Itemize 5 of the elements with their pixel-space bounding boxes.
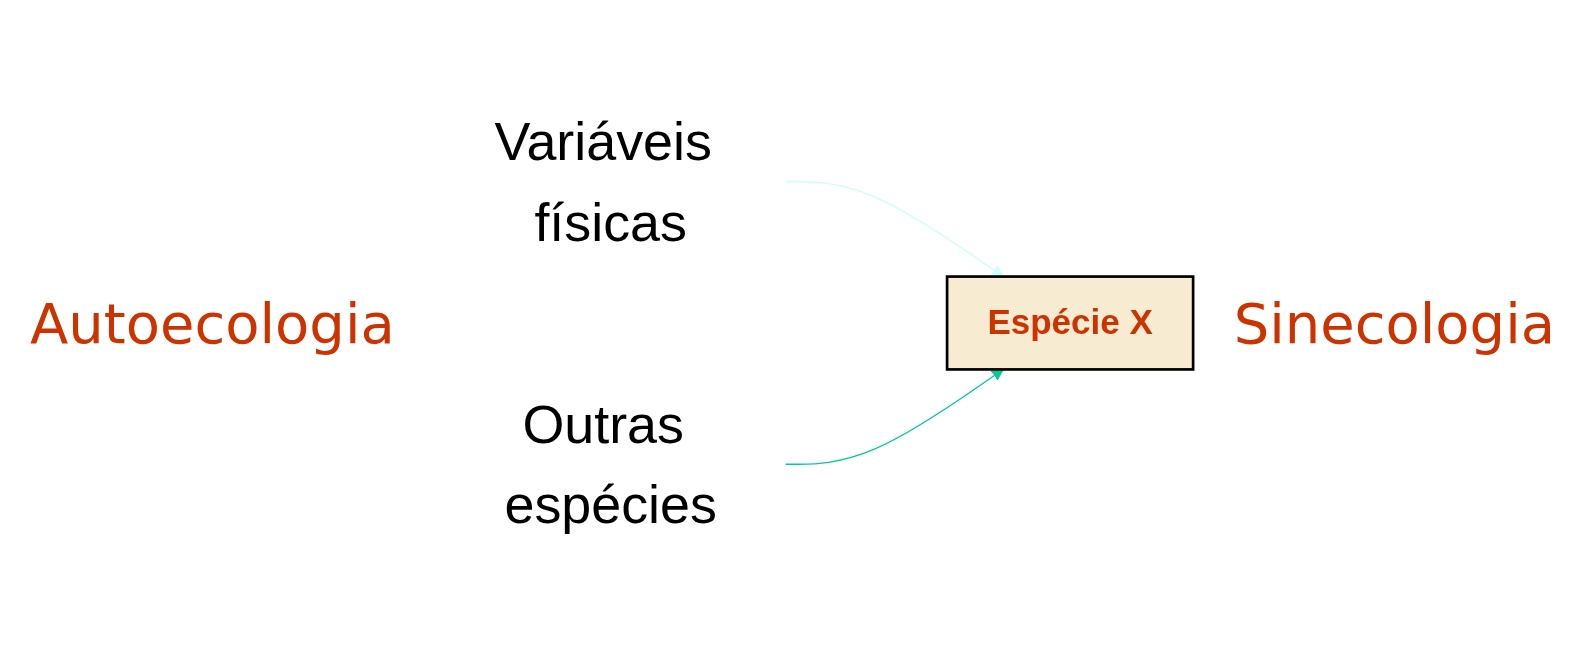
category-label: Autoecologia: [29, 290, 396, 356]
node-text: Outras espécies: [504, 394, 717, 535]
node-box: Espécie X: [945, 275, 1195, 371]
category-label: Sinecologia: [1232, 290, 1556, 356]
node-text: Variáveis físicas: [494, 111, 712, 252]
